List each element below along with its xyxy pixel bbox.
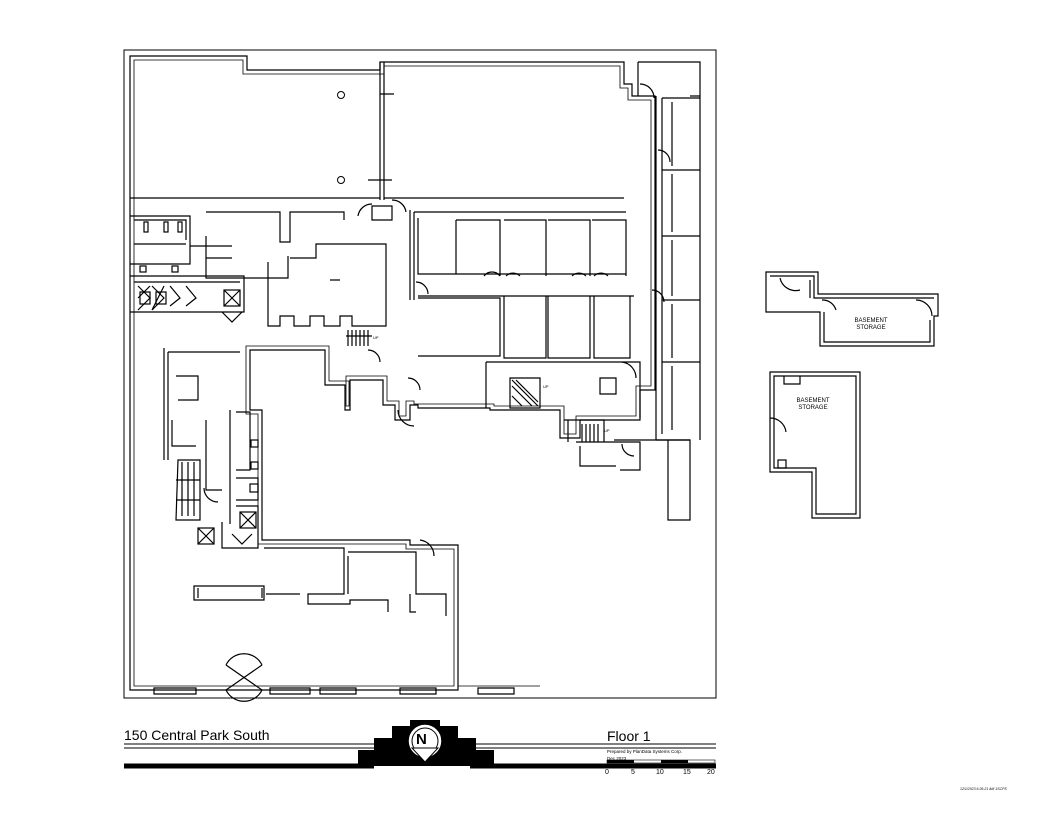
scale-label: 0	[605, 769, 609, 776]
prepared-by: Prepared by PlanData Systems Corp.	[607, 749, 683, 754]
building-outline	[129, 55, 656, 691]
basement-storage-2-label: BASEMENT STORAGE	[796, 398, 830, 411]
east-wing-walls	[637, 61, 701, 521]
scale-label: 5	[631, 769, 635, 776]
title-block-rules	[124, 743, 716, 769]
lower-rooms	[193, 547, 389, 612]
central-rooms	[190, 211, 387, 327]
scale-label: 20	[707, 769, 715, 776]
basement-storage-1-walls	[765, 271, 939, 347]
drawing-border	[123, 49, 717, 699]
basement-storage-1-label: BASEMENT STORAGE	[854, 318, 888, 331]
floor-label: Floor 1	[607, 728, 651, 744]
top-rooms	[130, 62, 624, 221]
stair-up-label: UP	[604, 428, 610, 433]
scale-bar	[606, 759, 716, 764]
entrance-doors	[225, 653, 263, 702]
restroom-walls	[130, 215, 245, 313]
north-arrow-letter: N	[416, 731, 427, 748]
basement-storage-2-walls	[769, 371, 861, 519]
print-stamp: 12/1/2023 6:26:21 AM 1SCPS	[960, 787, 1007, 791]
west-rooms	[163, 348, 240, 521]
north-arrow-badge	[358, 720, 494, 766]
building-name: 150 Central Park South	[124, 727, 270, 743]
stair-up-label: UP	[543, 384, 549, 389]
scale-label: 10	[656, 769, 664, 776]
scale-label: 15	[683, 769, 691, 776]
plan-date: Dec 2023	[607, 756, 627, 761]
stair-up-label: UP	[373, 335, 379, 340]
